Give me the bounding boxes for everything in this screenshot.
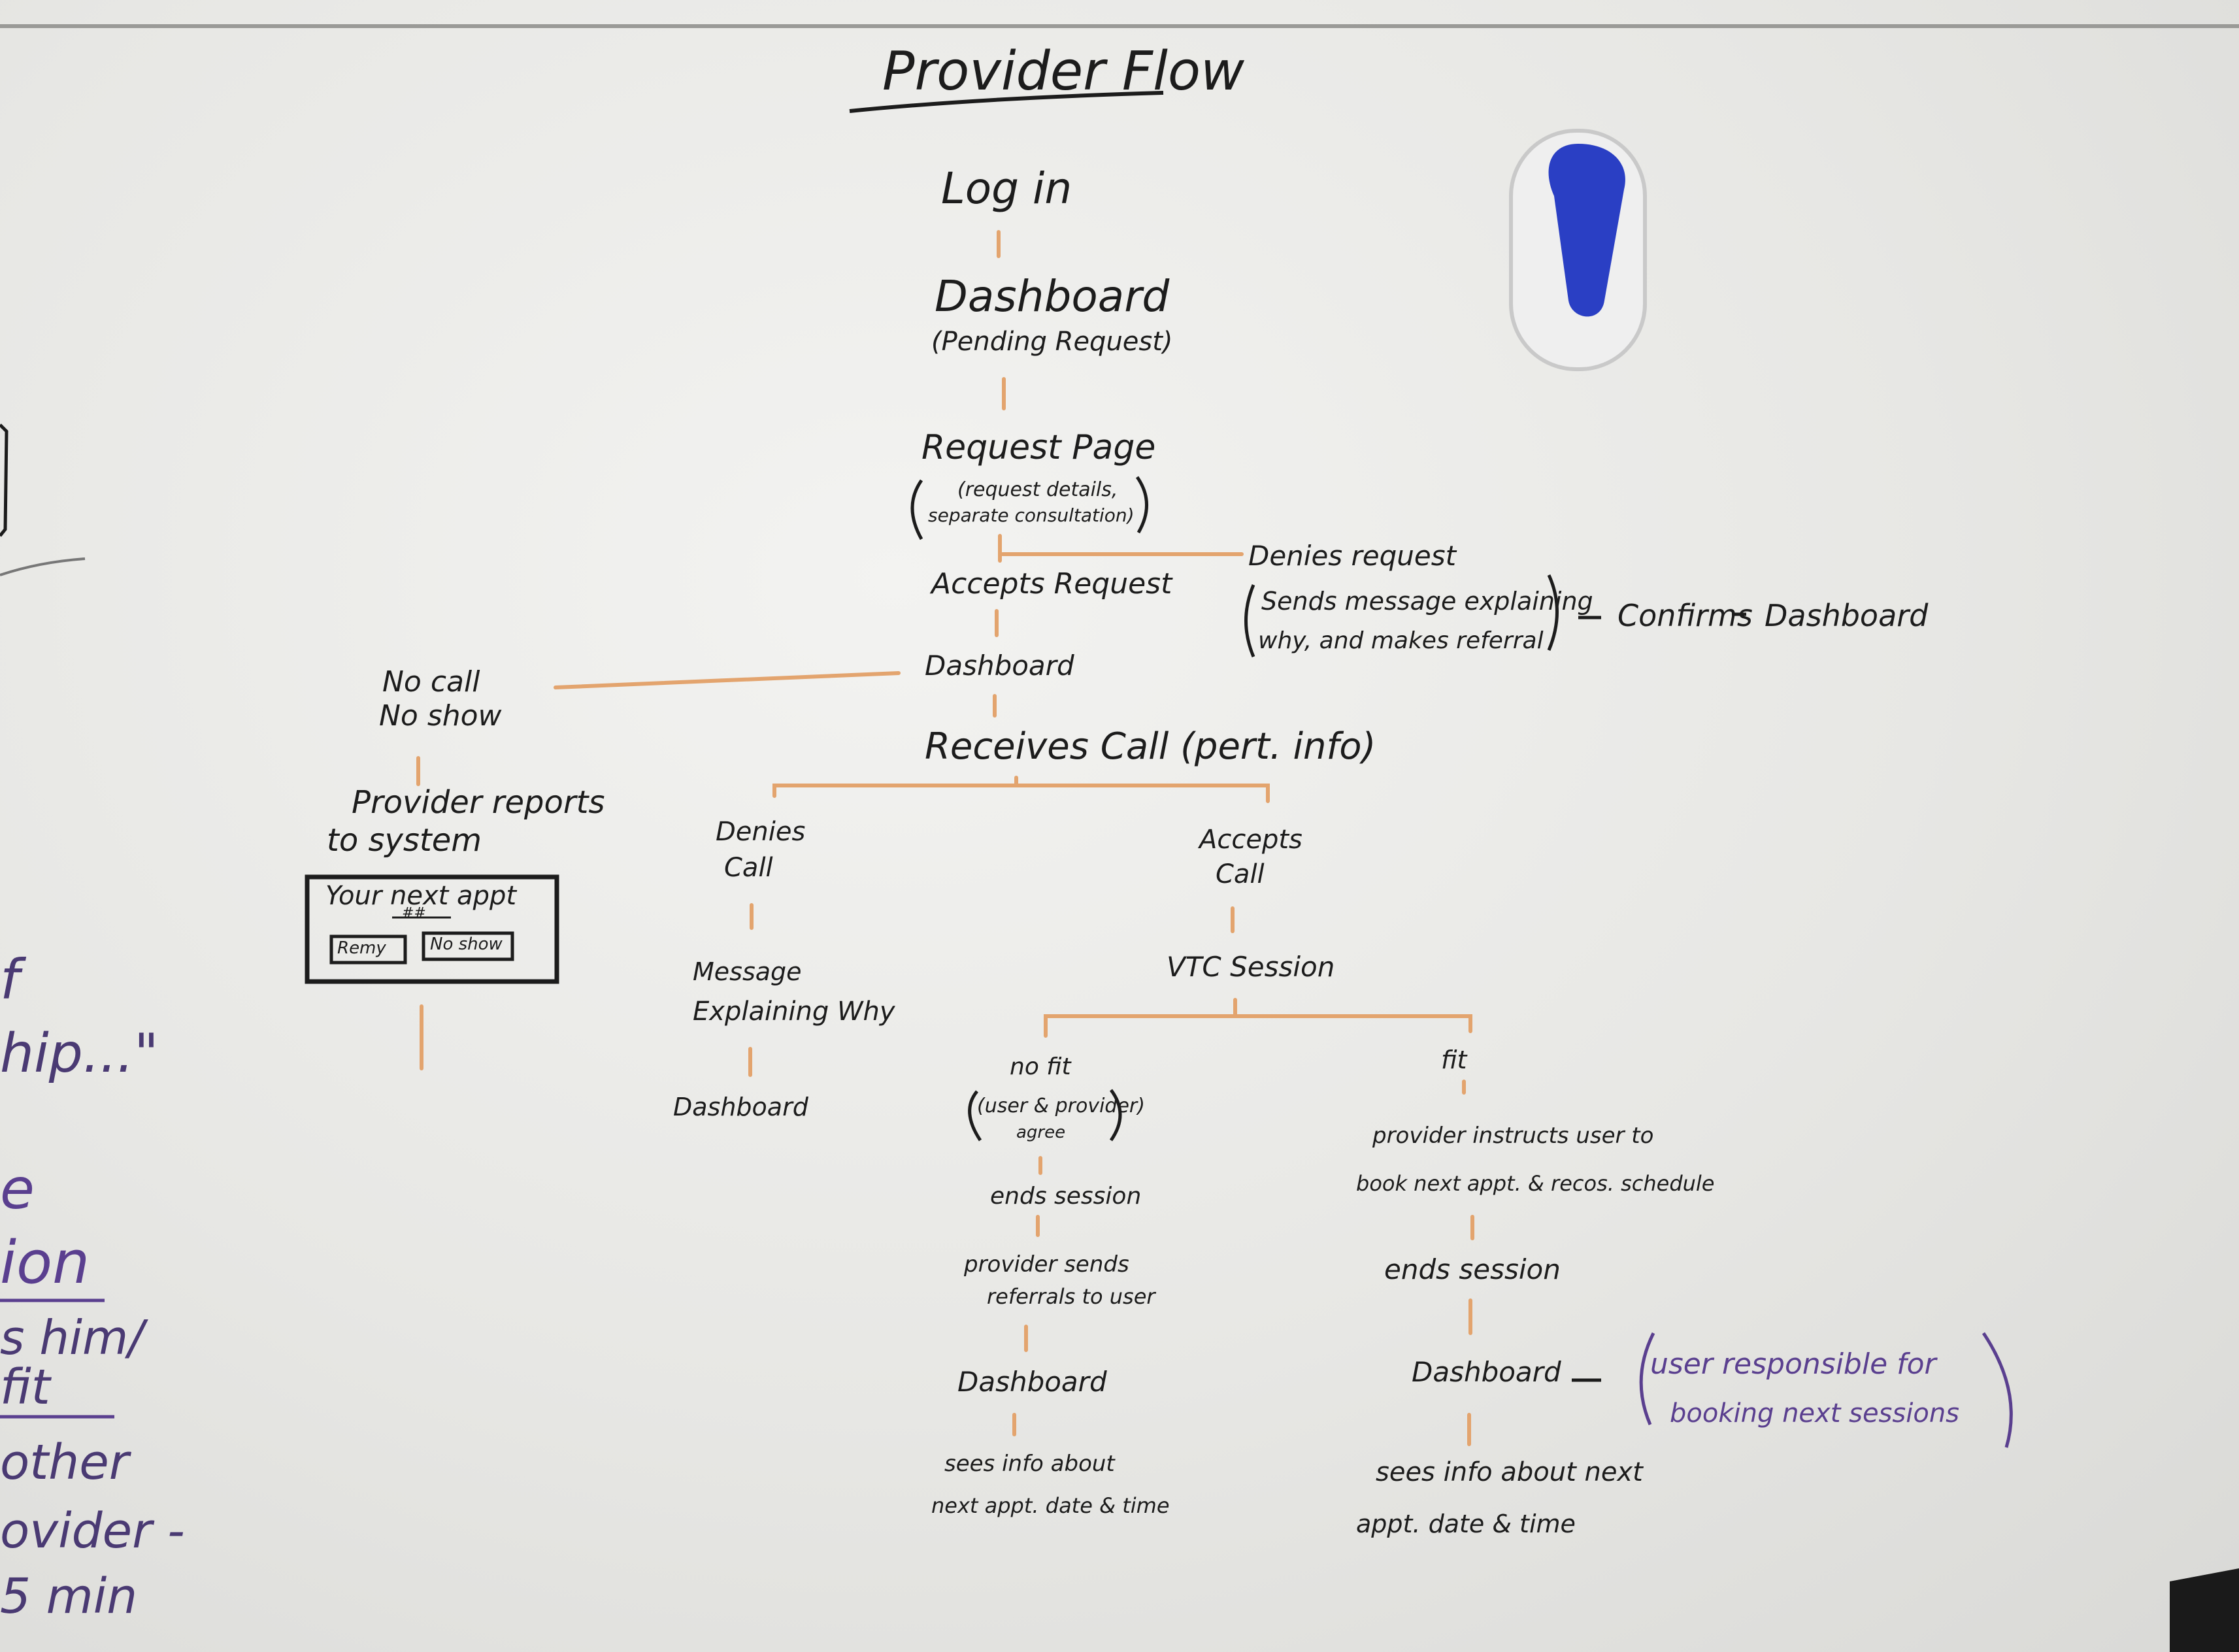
step-dashboard-2: Dashboard (925, 650, 1074, 682)
left-edge-line (0, 557, 86, 576)
widget-button-2: No show (430, 934, 503, 954)
no-call: No call (382, 665, 480, 699)
left-edge-other: other (0, 1434, 129, 1491)
board-corner (2170, 1568, 2239, 1652)
step-request-page: Request Page (921, 428, 1156, 467)
fit-note-1: user responsible for (1650, 1347, 1936, 1381)
fit-ends-session: ends session (1384, 1253, 1561, 1285)
page-title: Provider Flow (882, 41, 1245, 103)
bracket-request-right (1135, 476, 1148, 534)
provider-reports-2: to system (327, 822, 482, 859)
left-edge-hip: hip..." (0, 1023, 159, 1085)
bracket-fit-note-left (1639, 1332, 1655, 1425)
no-fit-dashboard: Dashboard (957, 1366, 1107, 1398)
no-fit-sends-2: referrals to user (987, 1284, 1155, 1309)
title-underline (849, 91, 1164, 113)
left-edge-ovider: ovider - (0, 1503, 185, 1559)
bracket-deny-left (1244, 584, 1255, 657)
left-edge-ion: ion (0, 1229, 90, 1297)
request-page-note-1: (request details, (957, 478, 1118, 501)
no-fit-agree-1: (user & provider) (977, 1095, 1145, 1117)
bracket-deny-right (1547, 574, 1559, 651)
step-accepts-request: Accepts Request (931, 567, 1172, 601)
fit: fit (1441, 1046, 1467, 1074)
denies-call-2: Call (724, 853, 773, 883)
denies-call-1: Denies (716, 817, 806, 847)
left-edge-him: s him/ (0, 1310, 144, 1365)
fit-dashboard: Dashboard (1412, 1356, 1561, 1388)
step-login: Log in (941, 163, 1072, 214)
fit-sees-2: appt. date & time (1356, 1510, 1576, 1538)
bracket-fit-note-right (1982, 1332, 2013, 1448)
step-receives-call: Receives Call (pert. info) (925, 725, 1376, 768)
widget-button-1: Remy (337, 938, 386, 958)
left-edge-smin: 5 min (0, 1568, 138, 1625)
provider-reports-1: Provider reports (352, 784, 605, 821)
bracket-request-left (910, 479, 923, 540)
magnet (1509, 129, 1647, 371)
left-edge-f: f (0, 948, 20, 1012)
left-edge-bracket (0, 423, 8, 537)
connector-vtc-split (1044, 1014, 1472, 1038)
no-fit-sends-1: provider sends (964, 1251, 1129, 1278)
denies-request-note-2: why, and makes referral (1258, 627, 1544, 654)
accepts-call-2: Call (1216, 859, 1265, 889)
no-show: No show (379, 699, 502, 733)
no-fit-ends-session: ends session (990, 1183, 1142, 1210)
widget-title: Your next appt (325, 881, 517, 911)
request-page-note-2: separate consultation) (928, 504, 1135, 526)
no-fit-sees-2: next appt. date & time (931, 1493, 1170, 1518)
bracket-nofit-left (968, 1090, 982, 1142)
step-dashboard: Dashboard (935, 271, 1170, 322)
no-fit-agree-2: agree (1016, 1123, 1066, 1142)
connector-call-split (772, 784, 1270, 803)
deny-confirms: Confirms (1617, 598, 1753, 633)
deny-dashboard: Dashboard (1765, 598, 1929, 633)
no-fit: no fit (1010, 1053, 1071, 1080)
connector-no-call (554, 671, 901, 689)
left-edge-e: e (0, 1157, 35, 1222)
explaining-why: Explaining Why (693, 997, 895, 1027)
denies-request-note-1: Sends message explaining (1261, 587, 1593, 616)
denies-request: Denies request (1248, 540, 1457, 572)
step-dashboard-note: (Pending Request) (931, 327, 1173, 357)
vtc-session: VTC Session (1167, 951, 1335, 983)
denies-call-dashboard: Dashboard (673, 1093, 808, 1121)
left-edge-fit: fit (0, 1359, 50, 1415)
fit-note-2: booking next sessions (1670, 1398, 1960, 1429)
fit-instructs-2: book next appt. & recos. schedule (1356, 1171, 1715, 1196)
widget-sketch (305, 874, 559, 984)
message: Message (693, 957, 802, 986)
fit-instructs-1: provider instructs user to (1372, 1123, 1654, 1149)
bracket-nofit-right (1109, 1089, 1122, 1142)
accepts-call-1: Accepts (1199, 825, 1302, 855)
no-fit-sees-1: sees info about (944, 1451, 1115, 1477)
fit-sees-1: sees info about next (1376, 1457, 1643, 1487)
widget-sub: ## (402, 905, 426, 921)
